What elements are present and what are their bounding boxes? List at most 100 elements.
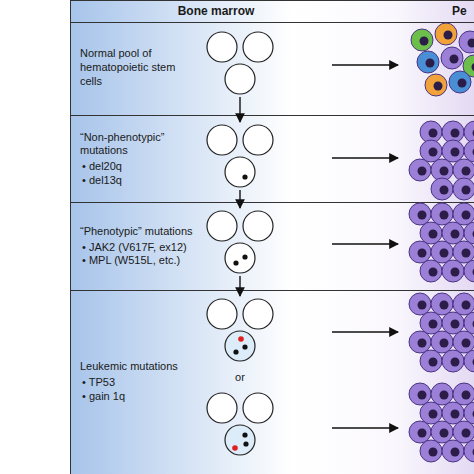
row-heading: “Phenotypic” mutations — [80, 225, 196, 239]
cell-nucleus — [420, 37, 429, 46]
stem-cells — [207, 32, 273, 455]
cell-body — [409, 203, 431, 225]
blood-cell — [420, 260, 442, 282]
cell-body — [442, 222, 464, 244]
leukemic-dot — [232, 445, 238, 451]
row-heading: “Non-phenotypic” mutations — [80, 131, 196, 159]
cell-nucleus — [462, 339, 471, 348]
cell-body — [420, 140, 442, 162]
cell-nucleus — [440, 186, 449, 195]
cell-nucleus — [473, 230, 474, 239]
mutation-dots — [232, 174, 248, 450]
cell-nucleus — [418, 167, 427, 176]
cell-body — [409, 331, 431, 353]
stem-cell — [243, 299, 273, 329]
cell-nucleus — [434, 82, 443, 91]
stem-cell — [243, 393, 273, 423]
blood-cells — [409, 23, 474, 462]
cell-nucleus — [462, 429, 471, 438]
blood-cell — [442, 312, 464, 334]
cell-nucleus — [451, 268, 460, 277]
cell-nucleus — [418, 391, 427, 400]
cell-nucleus — [462, 249, 471, 258]
cell-body — [420, 402, 442, 424]
table-border — [71, 1, 474, 474]
panel-ground — [70, 0, 474, 474]
mutation-dot — [242, 174, 247, 179]
blood-cell — [453, 293, 474, 315]
mutation-item: • JAK2 (V617F, ex12) — [80, 241, 198, 255]
cell-body — [409, 293, 431, 315]
cell-body — [411, 29, 433, 51]
stem-cell — [243, 125, 273, 155]
down-arrow — [239, 97, 240, 122]
cell-nucleus — [429, 358, 438, 367]
blood-cell — [453, 241, 474, 263]
cell-body — [409, 421, 431, 443]
cell-body — [442, 350, 464, 372]
cell-nucleus — [462, 301, 471, 310]
row-label: “Non-phenotypic” mutations• del20q• del1… — [72, 117, 206, 201]
arrows — [240, 65, 398, 428]
cell-body — [453, 421, 474, 443]
cell-nucleus — [473, 320, 474, 329]
blood-cell — [442, 222, 464, 244]
stem-cell — [243, 211, 273, 241]
blood-cell — [420, 222, 442, 244]
blood-cell — [431, 331, 453, 353]
blood-cell — [453, 383, 474, 405]
row-heading: Leukemic mutations — [80, 360, 196, 374]
cell-body — [442, 260, 464, 282]
blood-cell — [420, 350, 442, 372]
blood-cell — [441, 47, 463, 69]
cell-body — [431, 331, 453, 353]
cell-nucleus — [429, 448, 438, 457]
column-header: Pe — [452, 4, 467, 18]
cell-nucleus — [440, 429, 449, 438]
blood-cell — [431, 293, 453, 315]
cell-body — [459, 31, 474, 53]
leukemic-dot — [238, 336, 244, 342]
cell-nucleus — [462, 167, 471, 176]
cell-body — [442, 402, 464, 424]
cell-body — [453, 383, 474, 405]
blood-cell — [417, 51, 439, 73]
column-header: Bone marrow — [178, 4, 255, 18]
blood-cell — [453, 331, 474, 353]
blood-cell — [442, 440, 464, 462]
cell-body — [442, 312, 464, 334]
cell-body — [431, 178, 453, 200]
row-label: Normal pool of hematopoietic stem cells — [72, 24, 206, 114]
cell-nucleus — [440, 167, 449, 176]
cell-nucleus — [418, 429, 427, 438]
cell-body — [409, 241, 431, 263]
cell-body — [453, 241, 474, 263]
blood-cell — [459, 31, 474, 53]
cell-nucleus — [418, 211, 427, 220]
cell-body — [420, 440, 442, 462]
cell-body — [431, 293, 453, 315]
cell-nucleus — [440, 391, 449, 400]
cell-nucleus — [429, 230, 438, 239]
blood-cell — [409, 293, 431, 315]
row-label: Leukemic mutations• TP53• gain 1q — [72, 292, 206, 472]
stem-cell — [207, 32, 237, 62]
cell-nucleus — [440, 301, 449, 310]
cell-nucleus — [451, 358, 460, 367]
row-line — [70, 290, 474, 291]
mutation-item: • del13q — [80, 174, 198, 188]
blood-cell — [420, 312, 442, 334]
blood-cell — [409, 241, 431, 263]
blood-cell — [420, 402, 442, 424]
cell-body — [420, 312, 442, 334]
cell-nucleus — [451, 410, 460, 419]
cell-nucleus — [429, 320, 438, 329]
cell-nucleus — [473, 268, 474, 277]
cell-nucleus — [440, 339, 449, 348]
cell-nucleus — [440, 211, 449, 220]
cell-body — [441, 47, 463, 69]
cell-nucleus — [462, 186, 471, 195]
